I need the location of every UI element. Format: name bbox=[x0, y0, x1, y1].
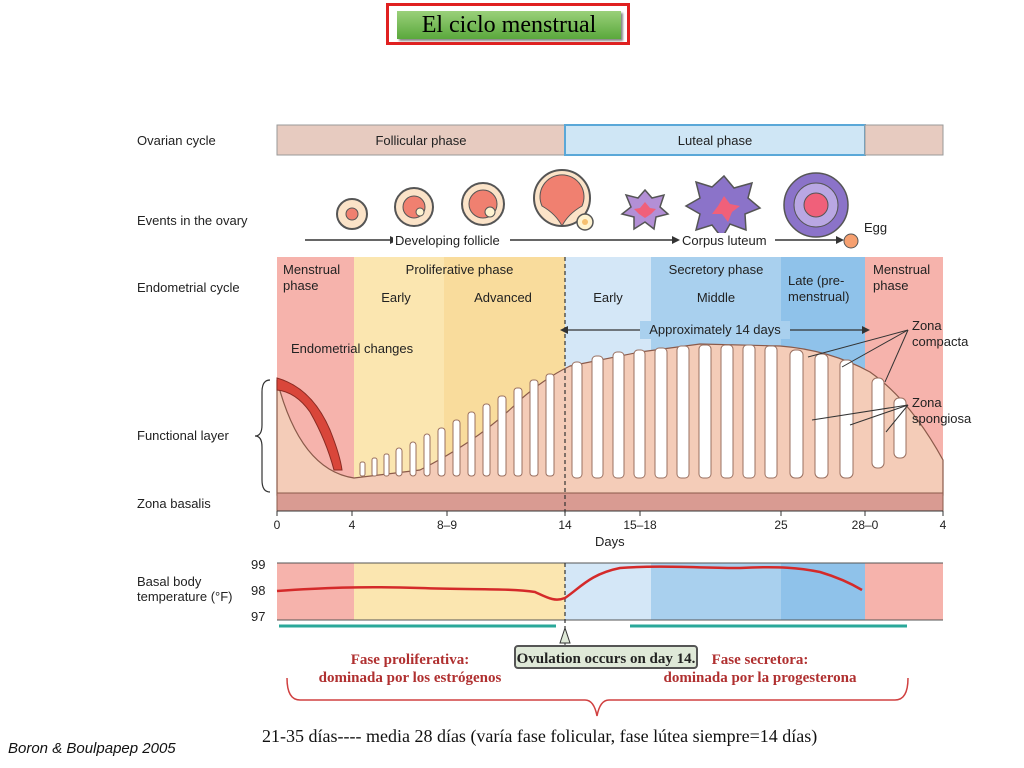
menstrual-phase-b-label: Menstrual phase bbox=[873, 262, 930, 294]
functional-layer-brace bbox=[254, 379, 271, 493]
late-phase-label: Late (pre- menstrual) bbox=[788, 273, 849, 305]
label-bbt: Basal body temperature (°F) bbox=[137, 574, 233, 604]
corpus-luteum-sequence bbox=[620, 172, 859, 249]
bbt-tick: 97 bbox=[251, 609, 266, 624]
proliferative-early-label: Early bbox=[381, 290, 411, 305]
secretory-phase-label: Secretory phase bbox=[668, 262, 764, 277]
approx14-label: Approximately 14 days bbox=[649, 322, 781, 337]
egg-label: Egg bbox=[864, 220, 888, 235]
label-zona-basalis: Zona basalis bbox=[137, 496, 211, 511]
menstrual-phase-label: Menstrual phase bbox=[283, 262, 340, 294]
title-frame: El ciclo menstrual bbox=[386, 3, 630, 45]
corpus-luteum-label: Corpus luteum bbox=[680, 233, 769, 248]
next-follicular-bar bbox=[864, 124, 944, 156]
late-phase-line2: menstrual) bbox=[788, 289, 850, 304]
menstrual-phase-b-line2: phase bbox=[873, 278, 909, 293]
late-phase-line1: Late (pre- bbox=[788, 273, 845, 288]
day-tick: 8–9 bbox=[436, 518, 458, 532]
cycle-brace bbox=[286, 677, 909, 717]
follicle-sequence bbox=[336, 169, 594, 231]
zona-compacta-line2: compacta bbox=[912, 334, 969, 349]
proliferative-note: Fase proliferativa: dominada por los est… bbox=[290, 651, 530, 687]
developing-follicle-label: Developing follicle bbox=[393, 233, 502, 248]
menstrual-phase-b-line1: Menstrual bbox=[873, 262, 931, 277]
label-endometrial-cycle: Endometrial cycle bbox=[137, 280, 240, 295]
menstrual-phase-line2: phase bbox=[283, 278, 319, 293]
bbt-tick: 99 bbox=[251, 557, 266, 572]
bbt-menstrual-bg bbox=[277, 563, 354, 620]
endometrial-glands bbox=[359, 344, 907, 479]
menstrual-phase-line1: Menstrual bbox=[283, 262, 341, 277]
bbt-curve bbox=[276, 565, 863, 601]
days-axis-ticks bbox=[276, 511, 944, 516]
label-bbt-line2: temperature (°F) bbox=[137, 589, 233, 604]
ovulation-callout: Ovulation occurs on day 14. bbox=[514, 645, 698, 669]
secretory-note-line2: dominada por la progesterona bbox=[663, 670, 857, 686]
bbt-secretory-late-bg bbox=[781, 563, 865, 620]
day-tick: 4 bbox=[939, 518, 947, 532]
zona-spongiosa-line2: spongiosa bbox=[912, 411, 972, 426]
day-tick: 0 bbox=[273, 518, 281, 532]
citation: Boron & Boulpapep 2005 bbox=[8, 740, 176, 757]
zona-compacta-line1: Zona bbox=[912, 318, 942, 333]
endometrial-changes-label: Endometrial changes bbox=[291, 341, 414, 356]
secretory-note: Fase secretora: dominada por la progeste… bbox=[640, 651, 880, 687]
shedding-lining bbox=[276, 377, 343, 471]
proliferative-phase-label: Proliferative phase bbox=[405, 262, 514, 277]
day-tick: 15–18 bbox=[623, 518, 657, 532]
day-tick: 25 bbox=[774, 518, 788, 532]
secretory-note-line1: Fase secretora: bbox=[711, 652, 809, 668]
secretory-early-label: Early bbox=[593, 290, 623, 305]
follicular-phase-bar bbox=[276, 124, 566, 156]
bbt-secretory-early-bg bbox=[565, 563, 651, 620]
proliferative-advanced-label: Advanced bbox=[474, 290, 532, 305]
secretory-middle-label: Middle bbox=[696, 290, 736, 305]
bbt-menstrual-b-bg bbox=[865, 563, 943, 620]
slide-title: El ciclo menstrual bbox=[397, 11, 621, 39]
zona-compacta-label: Zona compacta bbox=[912, 318, 968, 350]
days-axis-label: Days bbox=[595, 534, 625, 549]
cycle-summary: 21-35 días---- media 28 días (varía fase… bbox=[262, 726, 818, 746]
follicular-phase-label: Follicular phase bbox=[375, 133, 467, 148]
day-tick: 4 bbox=[348, 518, 356, 532]
day-tick: 28–0 bbox=[851, 518, 879, 532]
day-tick-ovulation: 14 bbox=[558, 518, 572, 532]
label-events-ovary: Events in the ovary bbox=[137, 213, 248, 228]
bbt-tick: 98 bbox=[251, 583, 266, 598]
label-ovarian-cycle: Ovarian cycle bbox=[137, 133, 216, 148]
label-functional-layer: Functional layer bbox=[137, 428, 229, 443]
label-bbt-line1: Basal body bbox=[137, 574, 202, 589]
zona-basalis-band bbox=[276, 492, 944, 512]
luteal-phase-bar bbox=[564, 124, 866, 156]
proliferative-note-line1: Fase proliferativa: bbox=[350, 652, 470, 668]
zona-spongiosa-label: Zona spongiosa bbox=[912, 395, 971, 427]
proliferative-note-line2: dominada por los estrógenos bbox=[318, 670, 502, 686]
luteal-phase-label: Luteal phase bbox=[677, 133, 753, 148]
bbt-secretory-middle-bg bbox=[651, 563, 781, 620]
zona-spongiosa-line1: Zona bbox=[912, 395, 942, 410]
